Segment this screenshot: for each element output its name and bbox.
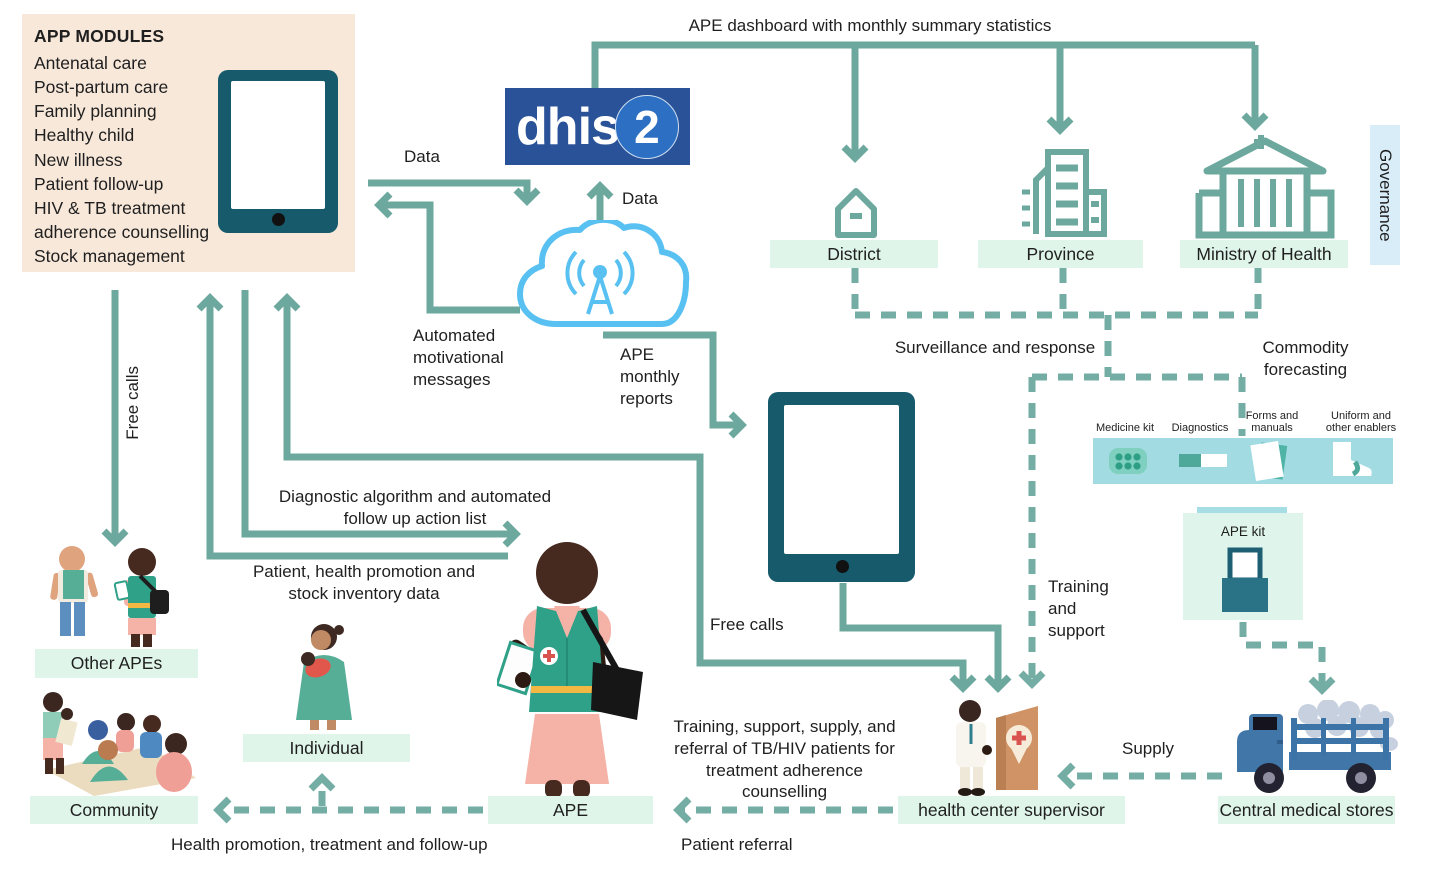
ape-monthly-reports-label: APE monthly reports [620,345,680,408]
dhis2-wordmark: dhis [516,97,620,156]
other-apes-figures [50,546,169,647]
ape-kit-label: APE kit [1220,524,1266,539]
truck-icon [1237,700,1398,793]
medicine-kit-icon [1109,448,1147,474]
node-community: Community [30,796,198,824]
app-module-item: New illness [34,149,123,170]
governance-label: Governance [1376,148,1395,242]
governance-band: Governance [1370,125,1400,265]
commodity-icons [1109,441,1372,481]
app-modules-title: APP MODULES [34,26,165,46]
node-district: District [770,240,938,268]
dashboard-flow-label: APE dashboard with monthly summary stati… [688,16,1052,35]
app-module-item: Stock management [34,246,185,267]
node-province: Province [978,240,1143,268]
automated-messages-label: Automated motivational messages [413,326,504,389]
data-to-dhis2-label: Data [622,189,658,208]
diagnostics-icon [1179,454,1227,467]
patient-referral-label: Patient referral [681,835,793,854]
patient-data-label: Patient, health promotion and stock inve… [252,562,476,603]
data-to-cloud-label: Data [404,147,440,166]
app-modules-panel: APP MODULES Antenatal care Post-partum c… [22,14,355,272]
ape-figure [497,542,643,798]
kit-item-label: Forms and manuals [1245,410,1299,435]
supervisor-tablet-icon [768,392,915,582]
cloud-network-icon [517,220,690,327]
individual-figure [296,624,352,730]
app-module-item: HIV & TB treatment adherence counselling [34,197,210,242]
ape-kit-bar [1197,507,1287,514]
free-calls-left-label: Free calls [123,366,143,440]
forms-icon [1250,441,1288,481]
app-module-item: Antenatal care [34,53,147,73]
node-central-medical-stores: Central medical stores [1218,796,1395,824]
commodity-forecasting-label: Commodity forecasting [1262,338,1349,379]
tbhiv-referral-label: Training, support, supply, and referral … [673,717,896,802]
free-calls-mid-label: Free calls [710,615,784,634]
antenna-icon [565,250,635,315]
kit-item-label: Medicine kit [1095,422,1155,434]
app-module-item: Post-partum care [34,77,169,98]
supervisor-figure [956,700,1038,796]
ape-bag-icon [1222,547,1268,612]
surveillance-label: Surveillance and response [894,338,1096,357]
health-promotion-label: Health promotion, treatment and follow-u… [171,835,488,854]
kit-item-label: Diagnostics [1171,422,1229,434]
node-ministry-of-health: Ministry of Health [1180,240,1348,268]
kit-item-label: Uniform and other enablers [1325,410,1397,435]
province-buildings-icon [1022,149,1107,237]
app-module-item: Family planning [34,101,157,122]
node-health-center-supervisor: health center supervisor [898,796,1125,824]
node-individual: Individual [243,734,410,762]
app-module-item: Patient follow-up [34,173,164,194]
community-figures [43,692,196,796]
app-modules-list: Antenatal care Post-partum care Family p… [34,51,230,268]
app-module-item: Healthy child [34,125,135,146]
ape-tablet-icon [218,70,338,233]
ministry-building-icon [1195,135,1335,239]
diagnostic-algorithm-label: Diagnostic algorithm and automated follo… [278,487,552,528]
supply-label: Supply [1122,739,1174,758]
dhis2-logo: dhis 2 [505,88,690,165]
district-house-icon [835,188,877,238]
dhis2-badge: 2 [614,94,679,159]
node-other-apes: Other APEs [35,649,198,678]
training-support-label: Training and support [1048,577,1109,640]
boots-icon [1333,442,1372,477]
node-ape: APE [488,796,653,824]
